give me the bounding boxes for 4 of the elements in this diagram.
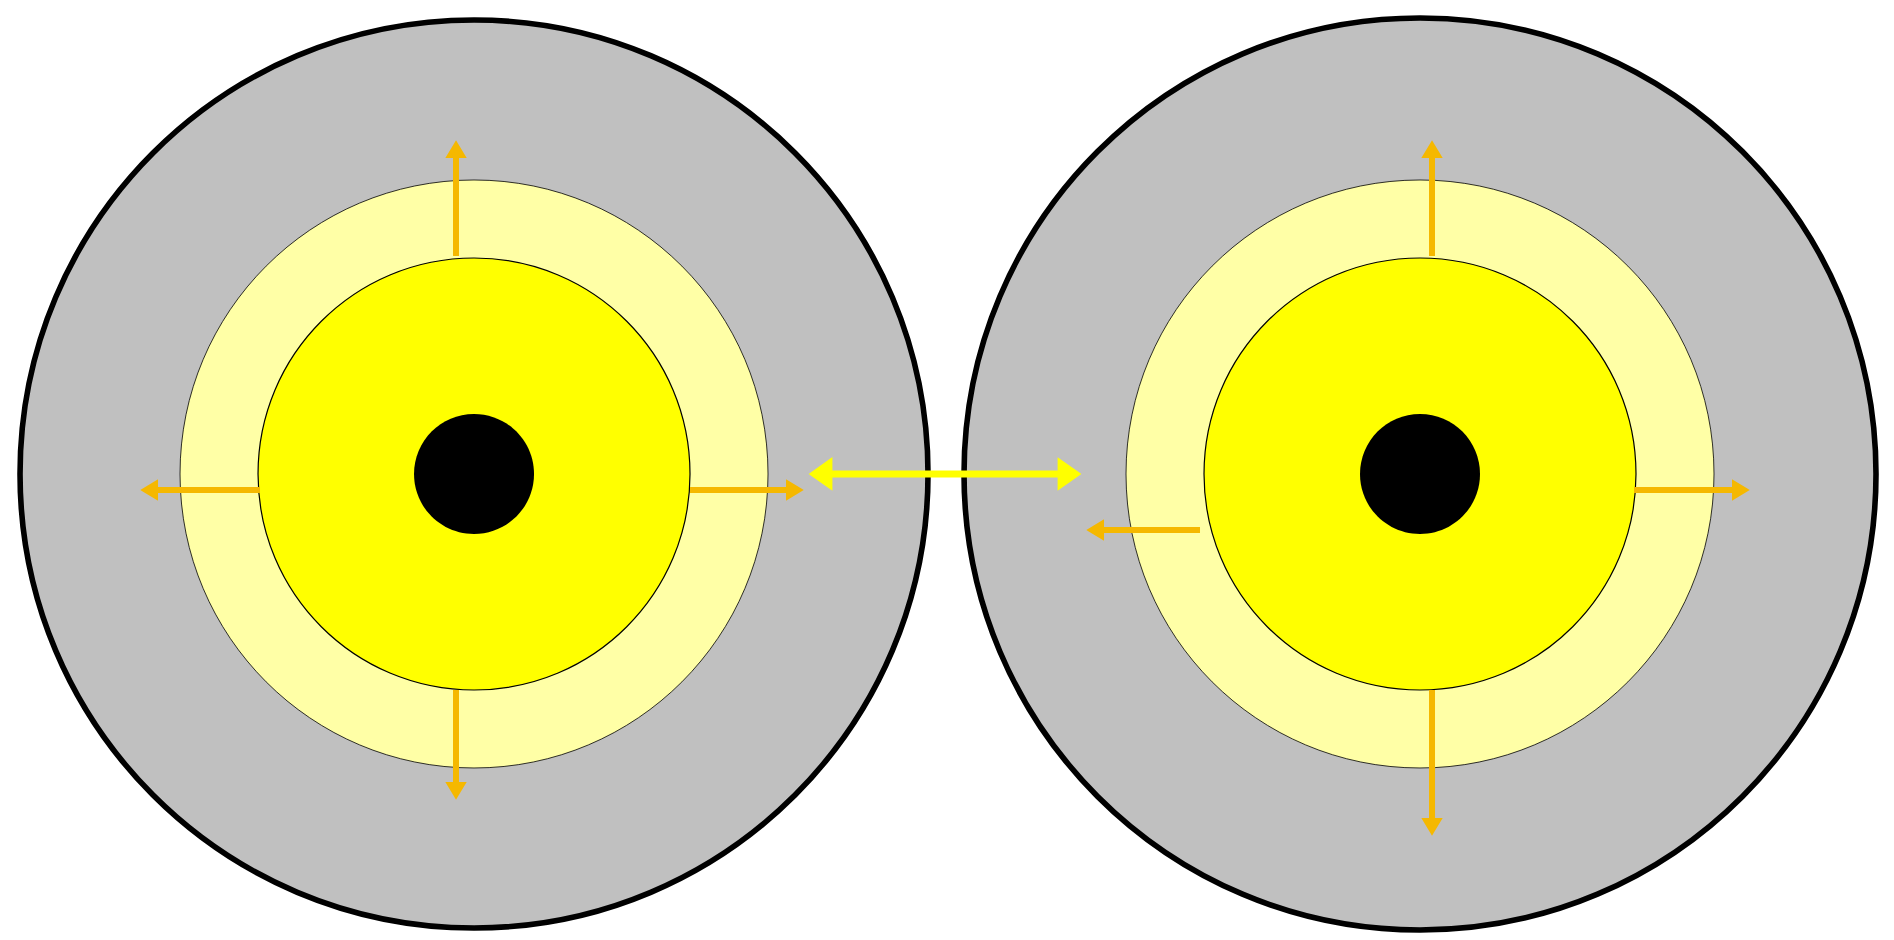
inner-disc <box>257 257 691 691</box>
center-dot <box>414 414 534 534</box>
center-dot <box>1360 414 1480 534</box>
inner-disc <box>1203 257 1637 691</box>
